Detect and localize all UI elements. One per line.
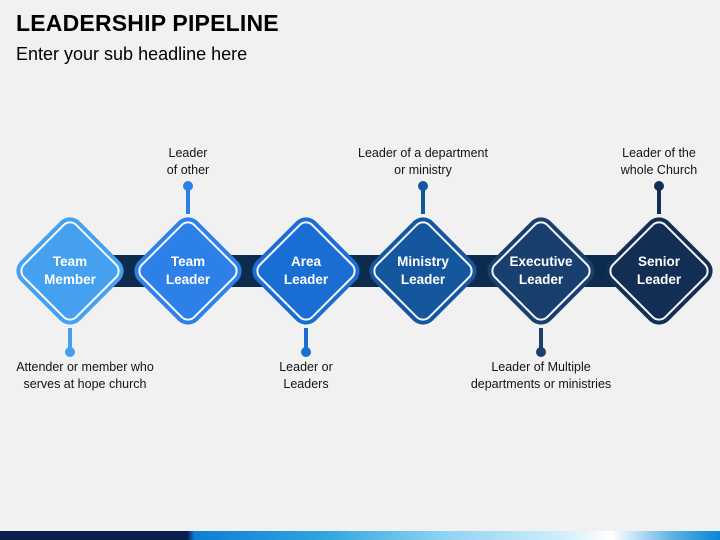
annotation-team-leader: Leader of other xyxy=(98,145,278,179)
diamond-label: Area Leader xyxy=(246,211,366,331)
connector-line xyxy=(421,190,425,214)
annotation-area-leader: Leader or Leaders xyxy=(216,359,396,393)
annotation-line: Leader of a department xyxy=(358,146,488,160)
connector-dot xyxy=(418,181,428,191)
connector-dot xyxy=(536,347,546,357)
annotation-line: or ministry xyxy=(394,163,452,177)
annotation-team-member: Attender or member who serves at hope ch… xyxy=(0,359,170,393)
diamond-label-line: Leader xyxy=(636,272,682,287)
diamond-ministry-leader: Ministry Leader xyxy=(363,211,483,331)
connector-line xyxy=(304,328,308,350)
annotation-line: departments or ministries xyxy=(470,377,612,391)
diamond-label: Senior Leader xyxy=(599,211,719,331)
diamond-label-line: Member xyxy=(44,272,96,287)
diamond-label-line: Area xyxy=(290,254,322,269)
annotation-line: Leaders xyxy=(283,377,329,391)
connector-line xyxy=(657,190,661,214)
diamond-label-line: Senior xyxy=(637,254,680,269)
diamond-label: Ministry Leader xyxy=(363,211,483,331)
annotation-senior-leader: Leader of the whole Church xyxy=(584,145,720,179)
diamond-area-leader: Area Leader xyxy=(246,211,366,331)
diamond-label-line: Leader xyxy=(518,272,564,287)
connector-dot xyxy=(183,181,193,191)
connector-dot xyxy=(654,181,664,191)
connector-line xyxy=(539,328,543,350)
diamond-label-line: Leader xyxy=(165,272,211,287)
diamond-label: Executive Leader xyxy=(481,211,601,331)
annotation-line: Leader or xyxy=(279,360,333,374)
diamond-label: Team Leader xyxy=(128,211,248,331)
annotation-line: Leader of Multiple xyxy=(491,360,591,374)
annotation-line: serves at hope church xyxy=(23,377,147,391)
annotation-line: Leader xyxy=(168,146,208,160)
diamond-label-line: Executive xyxy=(509,254,573,269)
annotation-line: Attender or member who xyxy=(16,360,154,374)
annotation-line: Leader of the xyxy=(622,146,696,160)
connector-dot xyxy=(65,347,75,357)
annotation-ministry-leader: Leader of a department or ministry xyxy=(333,145,513,179)
page-subtitle: Enter your sub headline here xyxy=(16,44,248,64)
footer-gradient-bar xyxy=(0,531,720,540)
diamond-label-line: Ministry xyxy=(397,254,449,269)
diamond-label-line: Leader xyxy=(283,272,329,287)
diamond-label-line: Team xyxy=(52,254,88,269)
annotation-line: of other xyxy=(166,163,210,177)
page-title: LEADERSHIP PIPELINE xyxy=(16,10,279,36)
diamond-senior-leader: Senior Leader xyxy=(599,211,719,331)
diamond-label-line: Leader xyxy=(400,272,446,287)
diamond-team-member: Team Member xyxy=(10,211,130,331)
diamond-label-line: Team xyxy=(170,254,206,269)
connector-dot xyxy=(301,347,311,357)
connector-line xyxy=(186,190,190,214)
diamond-team-leader: Team Leader xyxy=(128,211,248,331)
diamond-label: Team Member xyxy=(10,211,130,331)
annotation-executive-leader: Leader of Multiple departments or minist… xyxy=(446,359,636,393)
diamond-executive-leader: Executive Leader xyxy=(481,211,601,331)
annotation-line: whole Church xyxy=(620,163,698,177)
connector-line xyxy=(68,328,72,350)
